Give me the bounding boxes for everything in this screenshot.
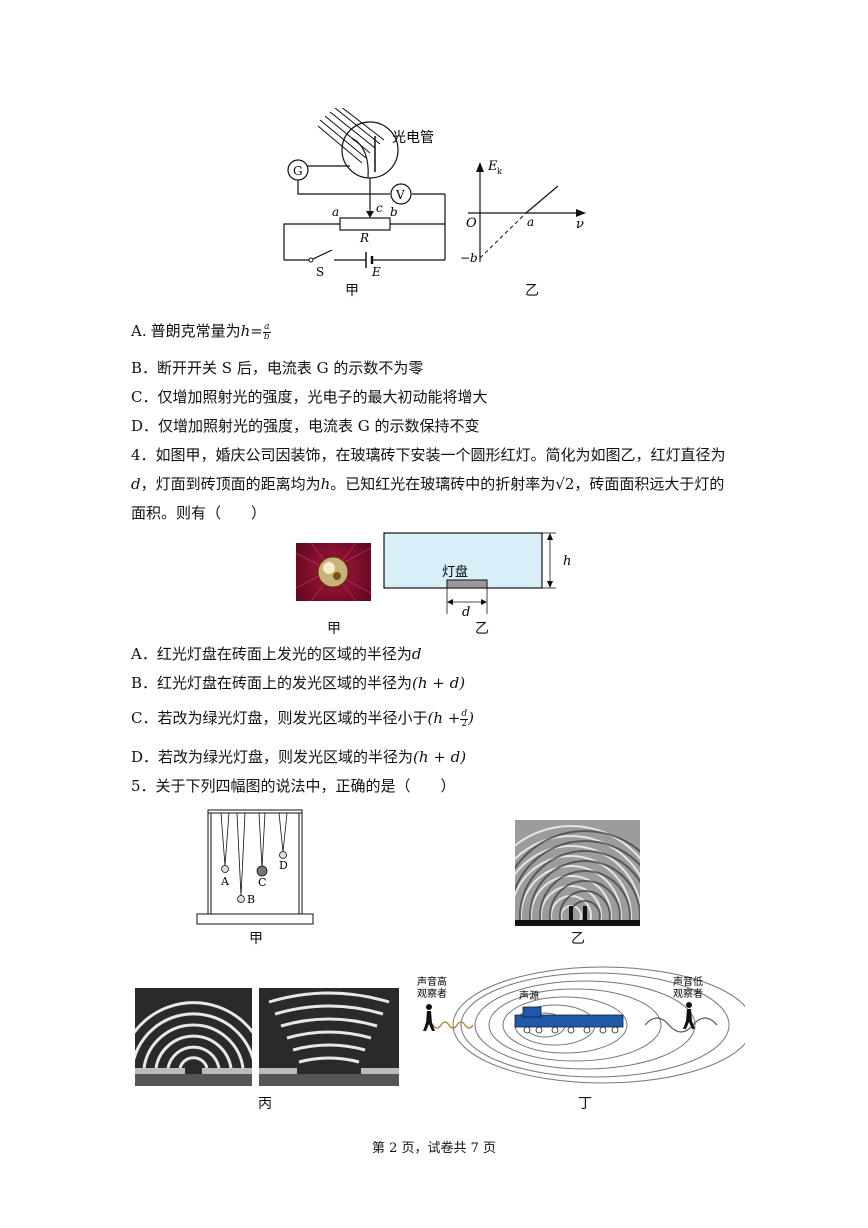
q5-caption-bing: 丙 <box>258 1096 272 1112</box>
q5-caption-yi: 乙 <box>571 931 585 947</box>
diffraction-waves-icon <box>135 1001 252 1086</box>
interference-ripples-icon <box>515 825 640 926</box>
q4-option-b: B．红光灯盘在砖面上的发光区域的半径为(h + d) <box>131 674 466 692</box>
observer-high-label-1: 声音高 <box>417 975 447 988</box>
q3-option-b: B．断开开关 S 后，电流表 G 的示数不为零 <box>131 359 424 377</box>
q3-option-d: D．仅增加照射光的强度，电流表 G 的示数保持不变 <box>131 417 480 435</box>
graph-y-axis-label: E <box>487 159 498 174</box>
wave-interference-photo <box>515 820 640 926</box>
lamp-disk-label: 灯盘 <box>442 564 468 580</box>
figure-caption-yi: 乙 <box>525 283 539 299</box>
glass-brick-diagram: 灯盘 h d <box>383 532 571 620</box>
photoelectric-circuit-diagram: 光电管 G V a b c R S E <box>283 108 446 279</box>
q5-caption-jia: 甲 <box>249 931 263 947</box>
voltmeter-symbol: V <box>395 188 405 202</box>
q4-option-d: D．若改为绿光灯盘，则发光区域的半径为(h + d) <box>131 748 467 766</box>
point-b-label: b <box>390 205 398 219</box>
resistor-label: R <box>359 231 369 245</box>
graph-x-axis-label: ν <box>576 217 584 232</box>
q4-stem-line1: 4．如图甲，婚庆公司因装饰，在玻璃砖下安装一个圆形红灯。简化为如图乙，红灯直径为 <box>131 446 726 464</box>
diffraction-small-slit-photo <box>135 988 252 1086</box>
diffraction-wide-slit-photo <box>259 988 399 1086</box>
observer-low-label-1: 声音低 <box>673 975 703 988</box>
q3-option-c: C．仅增加照射光的强度，光电子的最大初动能将增大 <box>131 388 488 406</box>
height-label: h <box>563 554 571 569</box>
red-lamp-photo <box>296 543 371 601</box>
graph-x-intercept-label: a <box>527 215 534 229</box>
graph-y-axis-subscript: k <box>497 167 502 176</box>
q4-stem-line3: 面积。则有（ ） <box>131 504 267 522</box>
diameter-label: d <box>462 605 470 620</box>
graph-y-intercept-label: −b <box>460 251 478 265</box>
doppler-effect-diagram: 声音高 观察者 声源 声音低 观察者 <box>417 966 745 1084</box>
battery-label: E <box>371 265 381 279</box>
graph-origin-label: O <box>466 216 477 231</box>
point-c-label: c <box>376 201 383 215</box>
kinetic-energy-frequency-graph: E k O ν a −b <box>460 159 586 265</box>
q4-option-a: A．红光灯盘在砖面上发光的区域的半径为d <box>131 645 422 663</box>
q4-stem-line2: d，灯面到砖顶面的距离均为h。已知红光在玻璃砖中的折射率为√2，砖面面积远大于灯… <box>131 475 725 493</box>
q5-caption-ding: 丁 <box>578 1096 592 1112</box>
q4-caption-yi: 乙 <box>475 621 489 637</box>
observer-left-icon <box>423 1004 435 1031</box>
figure-caption-jia: 甲 <box>345 283 359 299</box>
sound-source-label: 声源 <box>519 989 539 1002</box>
phototube-label: 光电管 <box>392 130 434 146</box>
pendulum-frame-diagram: A B C D <box>196 809 314 925</box>
lamp-glow-icon <box>296 543 371 601</box>
switch-label: S <box>316 265 324 279</box>
page-footer: 第 2 页，试卷共 7 页 <box>371 1141 497 1156</box>
galvanometer-symbol: G <box>293 164 303 178</box>
observer-right-icon <box>683 1002 695 1029</box>
q5-stem: 5．关于下列四幅图的说法中，正确的是（ ） <box>131 777 456 795</box>
ball-a-label: A <box>220 875 230 888</box>
ball-c-label: C <box>258 876 266 889</box>
observer-high-label-2: 观察者 <box>417 987 447 1000</box>
q4-caption-jia: 甲 <box>327 621 341 637</box>
ball-b-label: B <box>247 893 255 906</box>
ball-d-label: D <box>279 859 288 872</box>
observer-low-label-2: 观察者 <box>673 987 703 1000</box>
point-a-label: a <box>332 205 339 219</box>
diffraction-plane-waves-icon <box>259 991 399 1086</box>
